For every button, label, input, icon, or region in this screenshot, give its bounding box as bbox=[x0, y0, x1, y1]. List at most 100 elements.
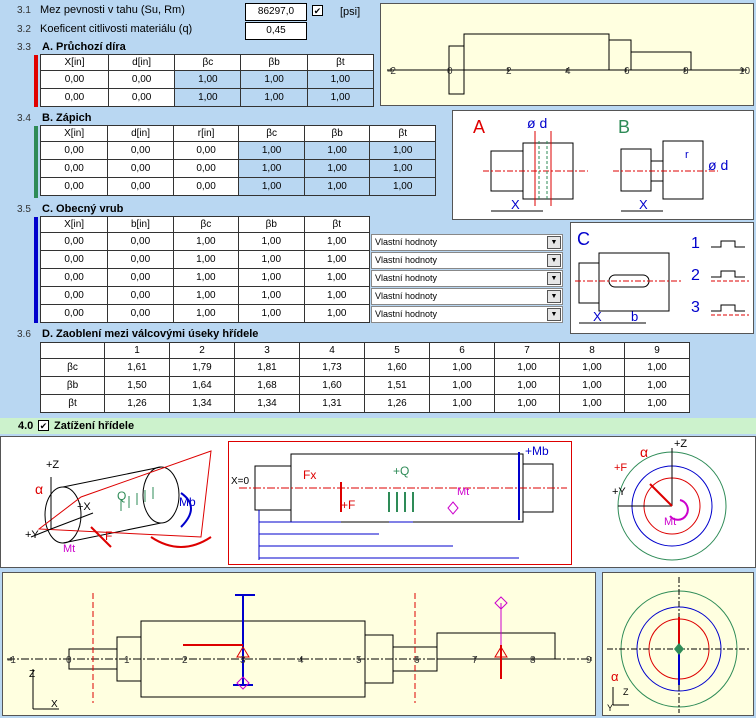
fig-label-z-circle: +Z bbox=[674, 438, 688, 450]
cell: 1,00 bbox=[494, 358, 560, 377]
cell[interactable]: 0,00 bbox=[172, 177, 240, 196]
cell[interactable]: 1,00 bbox=[238, 268, 305, 287]
fig-label-b-c: b bbox=[631, 309, 639, 324]
s31-value-input[interactable]: 86297,0 bbox=[245, 3, 307, 21]
cell[interactable]: 1,00 bbox=[303, 268, 370, 287]
notch-type-select-1[interactable]: Vlastní hodnoty▼ bbox=[371, 234, 563, 251]
section-circle-preview: α Z Y bbox=[602, 572, 754, 716]
fig-label-2: 2 bbox=[691, 267, 700, 284]
cell: 1,81 bbox=[234, 358, 300, 377]
axis-tick: 2 bbox=[182, 655, 188, 666]
chevron-down-icon[interactable]: ▼ bbox=[547, 290, 561, 303]
cell[interactable]: 0,00 bbox=[172, 159, 240, 178]
cell[interactable]: 0,00 bbox=[107, 304, 174, 323]
fig-label-pf: +F bbox=[341, 498, 356, 512]
s31-number: 3.1 bbox=[17, 5, 31, 16]
cell[interactable]: 0,00 bbox=[39, 177, 109, 196]
cell[interactable]: 1,00 bbox=[172, 286, 240, 305]
cell[interactable]: 0,00 bbox=[39, 88, 110, 107]
notch-type-select-2[interactable]: Vlastní hodnoty▼ bbox=[371, 252, 563, 269]
chevron-down-icon[interactable]: ▼ bbox=[547, 308, 561, 321]
s35-col-b: b[in] bbox=[107, 216, 174, 233]
cell[interactable]: 1,00 bbox=[303, 232, 370, 251]
cell[interactable]: 1,00 bbox=[238, 232, 305, 251]
cell[interactable]: 0,00 bbox=[108, 88, 176, 107]
s34-col-bc: βc bbox=[238, 125, 305, 142]
cell[interactable]: 0,00 bbox=[107, 159, 174, 178]
s35-col-bc: βc bbox=[172, 216, 240, 233]
chevron-down-icon[interactable]: ▼ bbox=[547, 236, 561, 249]
s32-number: 3.2 bbox=[17, 24, 31, 35]
cell[interactable]: 0,00 bbox=[39, 250, 109, 269]
s36-col: 5 bbox=[364, 342, 430, 359]
cell: 1,31 bbox=[299, 394, 365, 413]
cell[interactable]: 0,00 bbox=[39, 286, 109, 305]
s31-unit-checkbox[interactable]: ✔ bbox=[312, 4, 323, 16]
cell[interactable]: 1,00 bbox=[172, 250, 240, 269]
s40-checkbox[interactable]: ✔ bbox=[38, 419, 49, 431]
fig-label-mt2: Mt bbox=[457, 486, 470, 498]
fig-label-q: Q bbox=[117, 489, 127, 503]
cell[interactable]: 1,00 bbox=[172, 232, 240, 251]
cell[interactable]: 1,00 bbox=[238, 286, 305, 305]
cell[interactable]: 0,00 bbox=[39, 232, 109, 251]
s33-col-bb: βb bbox=[240, 54, 308, 71]
cell[interactable]: 0,00 bbox=[107, 141, 174, 160]
cell[interactable]: 0,00 bbox=[107, 268, 174, 287]
cell[interactable]: 0,00 bbox=[172, 141, 240, 160]
fig-label-mt: Mt bbox=[63, 543, 76, 555]
chevron-down-icon[interactable]: ▼ bbox=[547, 254, 561, 267]
chevron-down-icon[interactable]: ▼ bbox=[547, 272, 561, 285]
axis-tick: 6 bbox=[624, 66, 630, 77]
cell[interactable]: 1,00 bbox=[238, 304, 305, 323]
cell[interactable]: 1,00 bbox=[172, 304, 240, 323]
cell[interactable]: 0,00 bbox=[108, 70, 176, 89]
fig-label-x-a: X bbox=[511, 197, 520, 212]
cell: 1,68 bbox=[234, 376, 300, 395]
cell[interactable]: 0,00 bbox=[39, 141, 109, 160]
section-circle-drawing bbox=[607, 577, 751, 713]
cell[interactable]: 0,00 bbox=[107, 177, 174, 196]
fig-label-mt-circle: Mt bbox=[664, 516, 677, 528]
fig-label-1: 1 bbox=[691, 235, 700, 252]
cell[interactable]: 1,00 bbox=[303, 250, 370, 269]
s32-value-input[interactable]: 0,45 bbox=[245, 22, 307, 40]
cell[interactable]: 1,00 bbox=[303, 304, 370, 323]
s36-col: 4 bbox=[299, 342, 365, 359]
s36-title: D. Zaoblení mezi válcovými úseky hřídele bbox=[42, 328, 259, 340]
cell[interactable]: 0,00 bbox=[107, 286, 174, 305]
load-3d-drawing bbox=[30, 450, 212, 548]
cell: 1,79 bbox=[169, 358, 235, 377]
axis-tick: 9 bbox=[586, 655, 592, 666]
fig-label-alpha-section: α bbox=[611, 669, 619, 684]
cell[interactable]: 0,00 bbox=[39, 268, 109, 287]
cell[interactable]: 1,00 bbox=[303, 286, 370, 305]
load-schema-drawing bbox=[239, 452, 567, 560]
cell[interactable]: 0,00 bbox=[39, 304, 109, 323]
cell: 1,00 bbox=[369, 159, 436, 178]
cell: 1,50 bbox=[104, 376, 170, 395]
cell: 1,00 bbox=[174, 88, 242, 107]
notch-c-drawing bbox=[575, 240, 749, 324]
s31-label: Mez pevnosti v tahu (Su, Rm) bbox=[40, 4, 185, 16]
cell[interactable]: 0,00 bbox=[39, 159, 109, 178]
shaft-preview-top: -2 0 2 4 6 8 10 bbox=[380, 3, 754, 106]
cell[interactable]: 1,00 bbox=[238, 250, 305, 269]
cell: 1,00 bbox=[624, 376, 690, 395]
cell[interactable]: 1,00 bbox=[172, 268, 240, 287]
s33-color-bar bbox=[34, 55, 38, 107]
cell[interactable]: 0,00 bbox=[107, 232, 174, 251]
notch-type-select-4[interactable]: Vlastní hodnoty▼ bbox=[371, 288, 563, 305]
cell: 1,00 bbox=[174, 70, 242, 89]
axis-tick: 4 bbox=[565, 66, 571, 77]
axis-tick: -2 bbox=[387, 66, 396, 77]
notch-type-select-3[interactable]: Vlastní hodnoty▼ bbox=[371, 270, 563, 287]
cell[interactable]: 0,00 bbox=[107, 250, 174, 269]
cell[interactable]: 0,00 bbox=[39, 70, 110, 89]
s34-col-bt: βt bbox=[369, 125, 436, 142]
notch-type-select-5[interactable]: Vlastní hodnoty▼ bbox=[371, 306, 563, 323]
